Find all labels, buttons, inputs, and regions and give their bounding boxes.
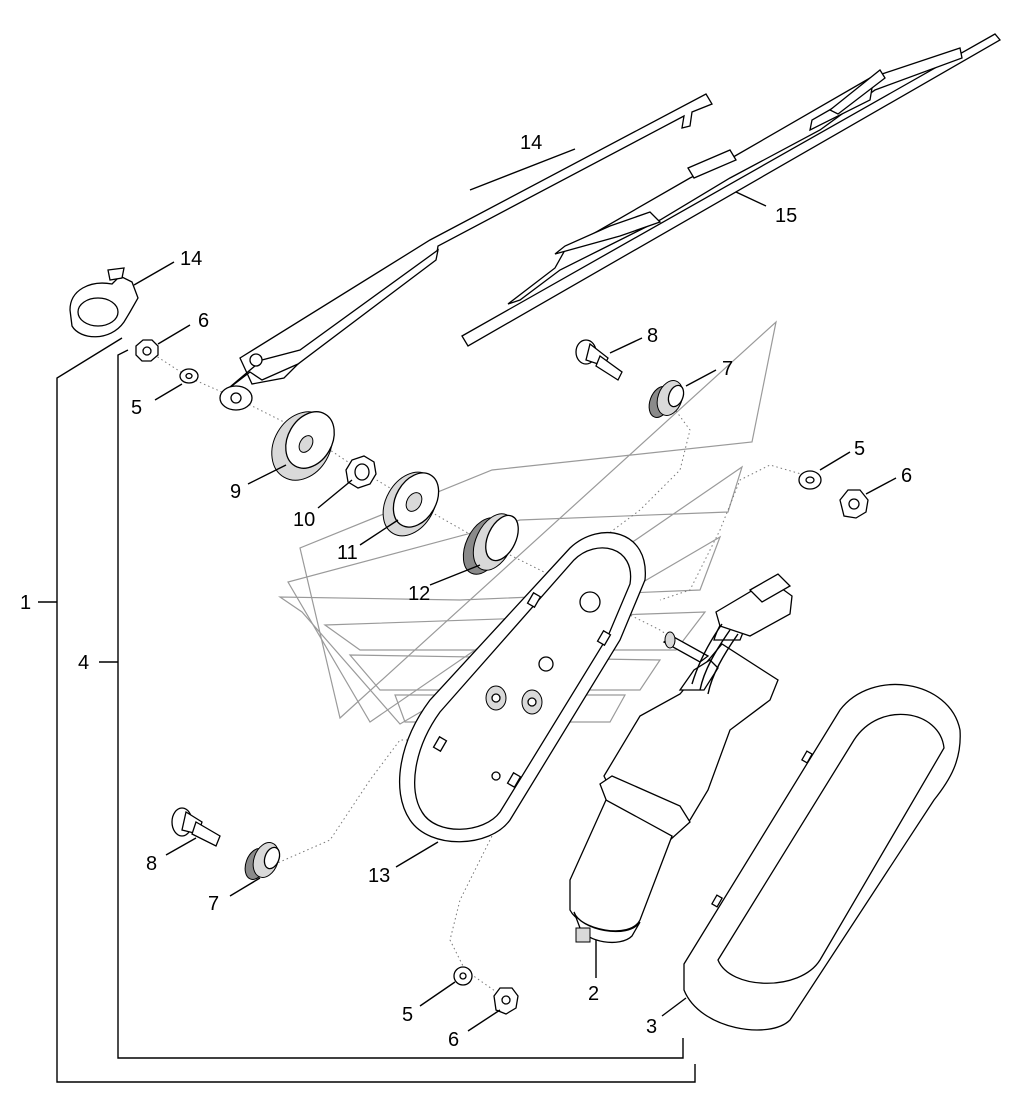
motor-cover-3 (683, 683, 961, 1031)
callout-9: 9 (230, 481, 241, 503)
callout-4: 4 (78, 652, 89, 674)
grommet-7-upper (648, 380, 685, 418)
callout-5-right: 5 (854, 438, 865, 460)
assembly-brackets (38, 337, 696, 1083)
callout-6-bottom: 6 (448, 1029, 459, 1051)
mounting-plate-13 (398, 532, 646, 843)
callout-1: 1 (20, 592, 31, 614)
bolt-8-lower (171, 807, 221, 847)
hardware-upper-left (135, 339, 199, 384)
leader-lines (133, 148, 897, 1032)
bolt-8-upper (575, 339, 623, 381)
callout-8-upper: 8 (647, 325, 658, 347)
callout-5-upper: 5 (131, 397, 142, 419)
callout-11: 11 (337, 542, 358, 564)
hardware-right (798, 470, 869, 519)
callout-14-clip: 14 (180, 248, 202, 270)
spacer-9 (271, 411, 335, 481)
washer-11 (382, 471, 440, 537)
grommet-7-lower (244, 842, 281, 880)
callout-13: 13 (368, 865, 390, 887)
nut-10 (345, 455, 377, 489)
wiper-arm (219, 93, 713, 411)
callout-7-upper: 7 (722, 358, 733, 380)
callout-2: 2 (588, 983, 599, 1005)
callout-3: 3 (646, 1016, 657, 1038)
callout-10: 10 (293, 509, 315, 531)
callout-8-lower: 8 (146, 853, 157, 875)
callout-7-lower: 7 (208, 893, 219, 915)
callout-12: 12 (408, 583, 430, 605)
grommet-12 (462, 513, 519, 575)
callout-labels: 14 15 14 6 5 8 7 5 6 9 10 11 12 1 4 8 7 … (20, 132, 912, 1051)
wiper-motor (569, 603, 779, 944)
callout-5-bottom: 5 (402, 1004, 413, 1026)
hardware-bottom (453, 966, 519, 1015)
callout-14-arm: 14 (520, 132, 542, 154)
callout-6-right: 6 (901, 465, 912, 487)
callout-6-upper: 6 (198, 310, 209, 332)
wiper-blade (461, 33, 1001, 347)
callout-15-blade: 15 (775, 205, 797, 227)
wiper-clip (69, 267, 139, 338)
electrical-connector (691, 573, 793, 695)
